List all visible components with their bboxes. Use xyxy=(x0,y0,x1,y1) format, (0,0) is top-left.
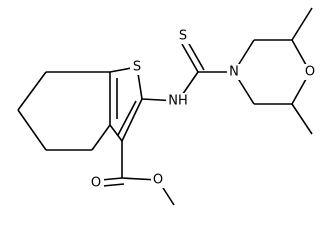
bond-c2-methyl xyxy=(291,7,313,41)
ester-oxygen-label: O xyxy=(153,173,163,188)
thiophene-sulfur-label: S xyxy=(133,60,141,75)
thione-sulfur-atom: S xyxy=(176,28,191,44)
thiophene-sulfur-atom: S xyxy=(130,59,145,75)
thione-sulfur-label: S xyxy=(179,29,187,44)
ester-oxygen-atom: O xyxy=(151,172,166,188)
bond-c2-c3 xyxy=(121,98,143,142)
bond-carbonyl-double-b xyxy=(102,183,125,187)
carbonyl-oxygen-atom: O xyxy=(89,175,104,191)
amine-nitrogen-label: NH xyxy=(168,94,188,109)
morpholine-nitrogen-label: N xyxy=(229,65,239,80)
bond-c6-methyl xyxy=(291,103,313,135)
bond-thiocarbonyl-double-b xyxy=(187,41,205,71)
morpholine-ring xyxy=(233,7,313,135)
bond-c3-c3a xyxy=(109,124,123,142)
morpholine-oxygen-label: O xyxy=(305,65,315,80)
cyclohexene-ring xyxy=(17,71,111,151)
thiophene-ring xyxy=(109,66,143,142)
morpholine-oxygen-atom: O xyxy=(303,64,318,80)
amine-nitrogen-atom: NH xyxy=(166,93,190,109)
bond-c4-c3a xyxy=(91,124,111,151)
atom-labels: S S NH N O O O xyxy=(89,28,318,191)
bond-c7-c6 xyxy=(17,71,47,111)
carbonyl-oxygen-label: O xyxy=(91,176,101,191)
thiourea-linker xyxy=(141,41,234,102)
bond-thiocarbonyl-double-a xyxy=(181,43,199,73)
bond-carbonyl-double-a xyxy=(100,177,123,181)
bond-c6-c5 xyxy=(17,109,47,151)
bond-c2-c3-inner xyxy=(117,100,137,136)
morpholine-nitrogen-atom: N xyxy=(227,64,242,80)
chemical-structure-diagram: S S NH N O O O xyxy=(17,7,318,206)
